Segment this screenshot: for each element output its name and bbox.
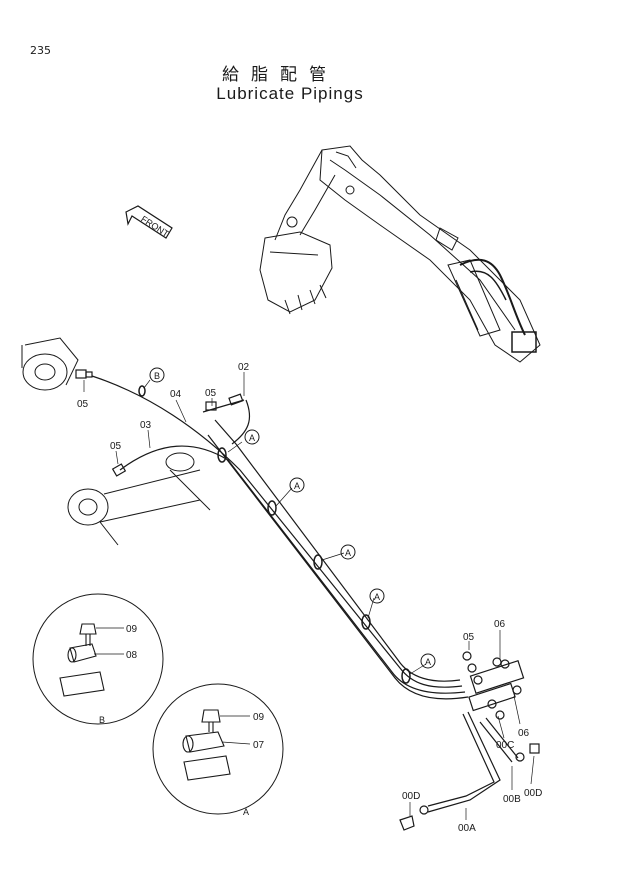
- part-label-00d-left: 00D: [402, 791, 420, 802]
- part-label-00d-right: 00D: [524, 788, 542, 799]
- part-label-05-mid: 05: [110, 441, 122, 452]
- part-label-00c: 00C: [496, 740, 514, 751]
- grease-fittings: [75, 369, 244, 477]
- leader-lines: [83, 372, 535, 820]
- part-label-05-left: 05: [77, 399, 89, 410]
- part-label-08: 08: [126, 650, 138, 661]
- clamp-reference-a4: A: [369, 588, 385, 604]
- clamp-ref-label: A: [374, 592, 380, 602]
- part-label-03: 03: [140, 420, 152, 431]
- clamp-reference-a2: A: [289, 477, 305, 493]
- part-label-07: 07: [253, 740, 265, 751]
- part-label-00a: 00A: [458, 823, 476, 834]
- clamp-reference-b: B: [149, 367, 165, 383]
- detail-view-a: 09 07 A: [152, 683, 284, 817]
- part-label-06-top: 06: [494, 619, 506, 630]
- boom-foot-pin-lower: [67, 452, 211, 546]
- part-label-00b: 00B: [503, 794, 521, 805]
- part-label-09-a: 09: [253, 712, 265, 723]
- part-label-05-right: 05: [463, 632, 475, 643]
- clamp-ref-label: A: [425, 657, 431, 667]
- lower-hoses: [399, 711, 525, 831]
- clamp-ref-label: A: [249, 433, 255, 443]
- detail-view-b: 09 08 B: [32, 593, 164, 725]
- clamp-ref-label: A: [294, 481, 300, 491]
- part-label-09-b: 09: [126, 624, 138, 635]
- clamp-reference-a1: A: [244, 429, 260, 445]
- title-english: Lubricate Pipings: [216, 84, 364, 103]
- title-japanese: 給脂配管: [222, 65, 338, 85]
- detail-view-a-label: A: [243, 807, 249, 817]
- bundle-clamps: [138, 385, 411, 684]
- excavator-boom-illustration: [259, 145, 541, 363]
- part-label-05-top: 05: [205, 388, 217, 399]
- part-label-04: 04: [170, 389, 182, 400]
- junction-block-assembly: [462, 651, 540, 754]
- page-number: 235: [30, 44, 51, 57]
- part-label-06-bottom: 06: [518, 728, 530, 739]
- part-label-02: 02: [238, 362, 250, 373]
- boom-foot-pin-upper: [21, 337, 79, 391]
- clamp-reference-a5: A: [420, 653, 436, 669]
- clamp-ref-label: B: [154, 371, 160, 381]
- clamp-reference-a3: A: [340, 544, 356, 560]
- clamp-ref-label: A: [345, 548, 351, 558]
- front-direction-arrow: FRONT: [125, 205, 173, 239]
- detail-view-b-label: B: [99, 715, 105, 725]
